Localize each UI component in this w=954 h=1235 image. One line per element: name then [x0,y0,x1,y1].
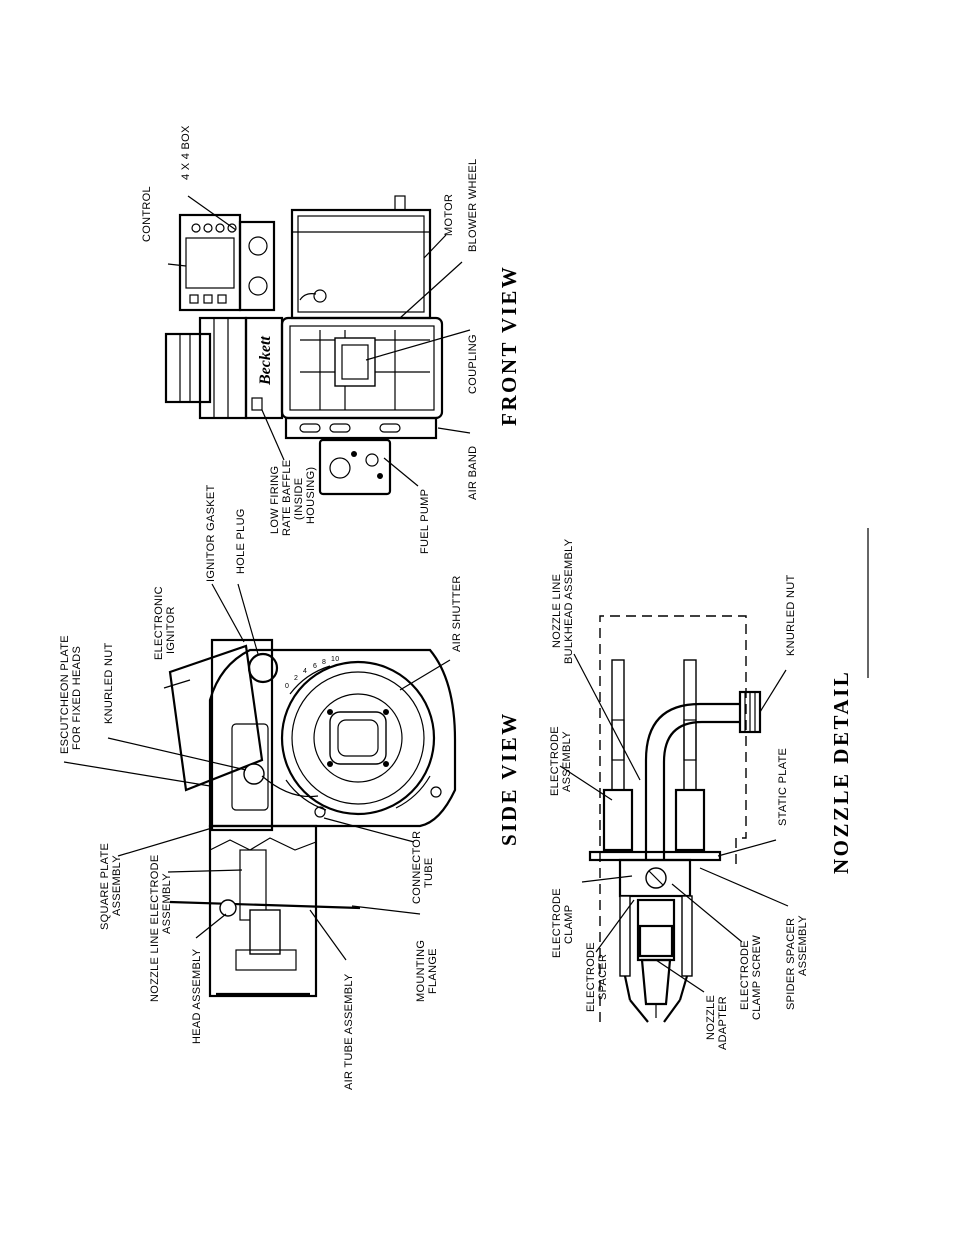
front-view: Beckett 4 X 4 BOX CONTROL MOTOR BLOWER W… [141,125,521,554]
label-connector-tube-1: CONNECTOR [411,831,423,904]
label-low-firing-2: RATE BAFFLE [281,460,293,536]
shutter-scale-0: 0 [285,683,289,690]
shutter-scale-4: 4 [303,668,307,675]
label-low-firing-1: LOW FIRING [269,466,281,534]
label-nozzle-adapter-2: ADAPTER [717,996,729,1050]
label-electrode-clamp-1: ELECTRODE [551,888,563,958]
beckett-logo: Beckett [257,336,274,386]
label-static-plate: STATIC PLATE [777,748,789,826]
label-knurled-nut-nozzle: KNURLED NUT [785,574,797,656]
label-air-tube-assembly: AIR TUBE ASSEMBLY [343,973,355,1090]
label-control: CONTROL [141,186,153,242]
label-blower-wheel: BLOWER WHEEL [467,159,479,252]
label-nozzle-adapter-1: NOZZLE [705,995,717,1040]
title-nozzle-detail: NOZZLE DETAIL [829,670,853,874]
label-low-firing-3: (INSIDE [293,478,305,520]
label-motor: MOTOR [443,194,455,236]
shutter-scale-10: 10 [331,656,339,663]
label-nozzle-line-bulkhead-2: BULKHEAD ASSEMBLY [563,538,575,664]
nozzle-detail: NOZZLE LINE BULKHEAD ASSEMBLY KNURLED NU… [549,538,853,1050]
title-front-view: FRONT VIEW [497,265,521,426]
label-electrode-spacer-2: SPACER [597,954,609,1000]
label-coupling: COUPLING [467,334,479,394]
label-knurled-nut-side: KNURLED NUT [103,642,115,724]
label-head-assembly: HEAD ASSEMBLY [191,948,203,1044]
label-nozzle-line-electrode-1: NOZZLE LINE ELECTRODE [149,855,161,1003]
shutter-scale-8: 8 [322,659,326,666]
shutter-scale-6: 6 [313,663,317,670]
label-nozzle-line-bulkhead-1: NOZZLE LINE [551,574,563,648]
label-electrode-clamp-2: CLAMP [563,905,575,944]
label-electrode-clamp-screw-1: ELECTRODE [739,940,751,1010]
label-escutcheon-1: ESCUTCHEON PLATE [59,635,71,754]
title-side-view: SIDE VIEW [497,711,521,846]
label-fuel-pump: FUEL PUMP [419,489,431,554]
label-hole-plug: HOLE PLUG [235,508,247,574]
label-spider-spacer-1: SPIDER SPACER [785,918,797,1010]
shutter-scale-2: 2 [294,675,298,682]
label-low-firing-4: HOUSING) [305,467,317,524]
label-mounting-flange-2: FLANGE [427,948,439,994]
side-view: 0 2 4 6 8 10 HOLE PLUG IGNITOR GASKET EL… [59,484,521,1090]
label-electrode-spacer-1: ELECTRODE [585,942,597,1012]
label-electrode-clamp-screw-2: CLAMP SCREW [751,935,763,1020]
label-square-plate-1: SQUARE PLATE [99,843,111,930]
label-air-shutter: AIR SHUTTER [451,575,463,652]
label-electronic-ignitor-1: ELECTRONIC [153,586,165,660]
label-mounting-flange-1: MOUNTING [415,940,427,1002]
label-ignitor-gasket: IGNITOR GASKET [205,484,217,582]
label-square-plate-2: ASSEMBLY [111,855,123,916]
label-spider-spacer-2: ASSEMBLY [797,915,809,976]
label-nozzle-line-electrode-2: ASSEMBLY [161,873,173,934]
label-4x4-box: 4 X 4 BOX [180,125,192,180]
label-escutcheon-2: FOR FIXED HEADS [71,646,83,750]
label-electronic-ignitor-2: IGNITOR [165,606,177,654]
label-air-band: AIR BAND [467,446,479,500]
label-electrode-assembly-1: ELECTRODE [549,726,561,796]
label-electrode-assembly-2: ASSEMBLY [561,731,573,792]
label-connector-tube-2: TUBE [423,857,435,888]
